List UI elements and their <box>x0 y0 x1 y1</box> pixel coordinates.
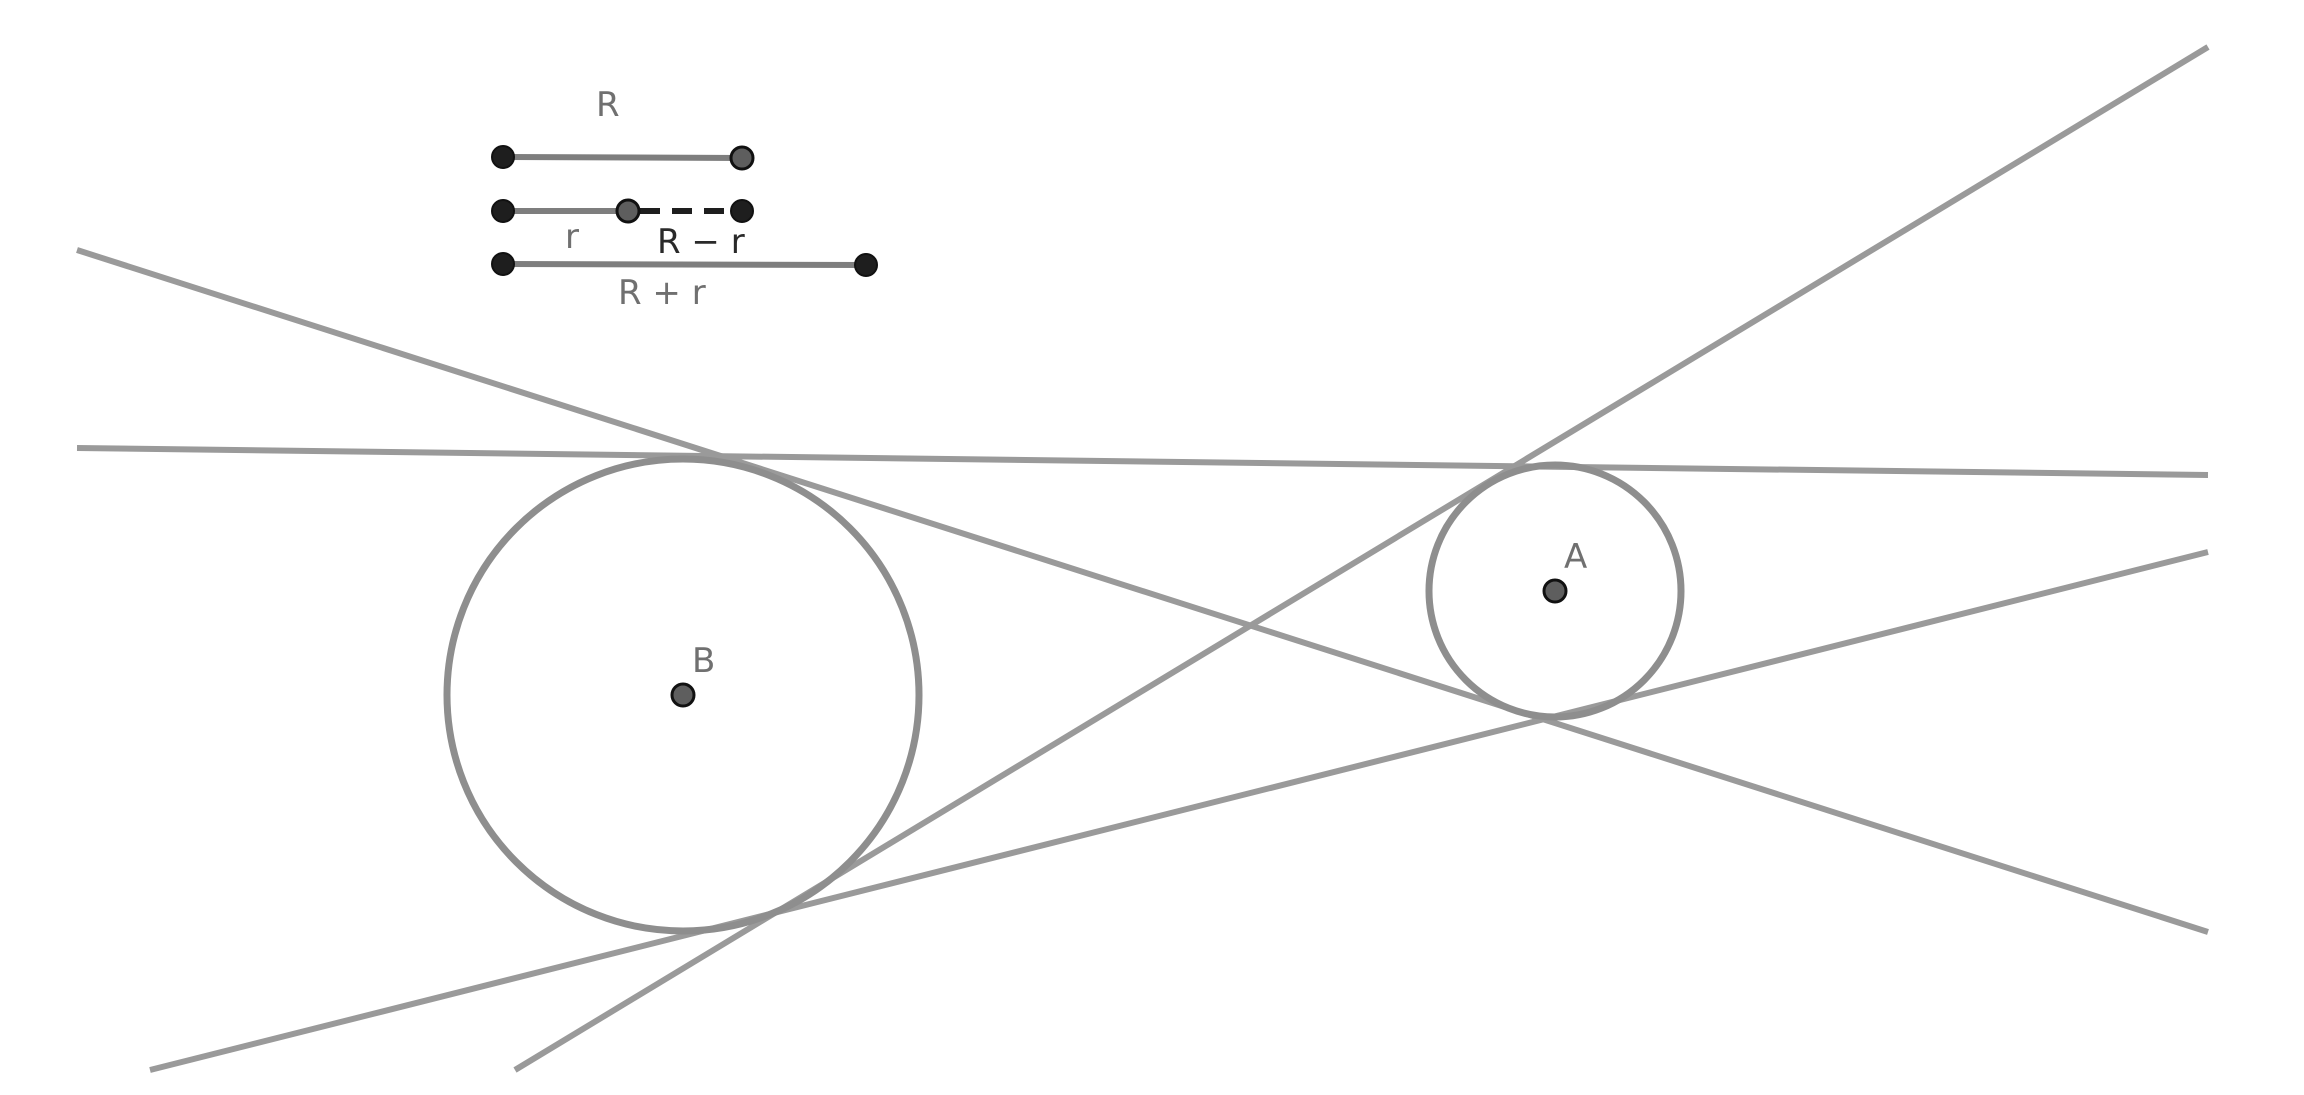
segment-r-start-point[interactable] <box>491 199 515 223</box>
segment-R-plus-r-start-point[interactable] <box>491 252 515 276</box>
segment-R-plus-r[interactable] <box>502 261 867 268</box>
circle-B[interactable] <box>443 455 923 935</box>
legend-label-R-minus-r: R − r <box>657 222 745 262</box>
legend-label-R: R <box>596 85 620 125</box>
segment-R[interactable] <box>502 154 743 161</box>
segment-R-plus-r-end-point[interactable] <box>854 253 878 277</box>
circle-A[interactable] <box>1425 461 1685 721</box>
label-B: B <box>692 641 715 681</box>
segment-R-end-point[interactable] <box>729 145 755 171</box>
external-tangent-bottom[interactable] <box>149 549 2209 1073</box>
label-A: A <box>1564 537 1587 577</box>
legend-label-r: r <box>565 217 579 257</box>
center-point-B[interactable] <box>670 682 696 708</box>
segment-R-minus-r-end-point[interactable] <box>730 199 754 223</box>
legend-label-R-plus-r: R + r <box>618 273 706 313</box>
external-tangent-top[interactable] <box>76 445 2209 478</box>
segment-R-start-point[interactable] <box>491 145 515 169</box>
segment-r-end-point[interactable] <box>615 198 641 224</box>
center-point-A[interactable] <box>1542 578 1568 604</box>
internal-tangent-1[interactable] <box>76 247 2209 935</box>
